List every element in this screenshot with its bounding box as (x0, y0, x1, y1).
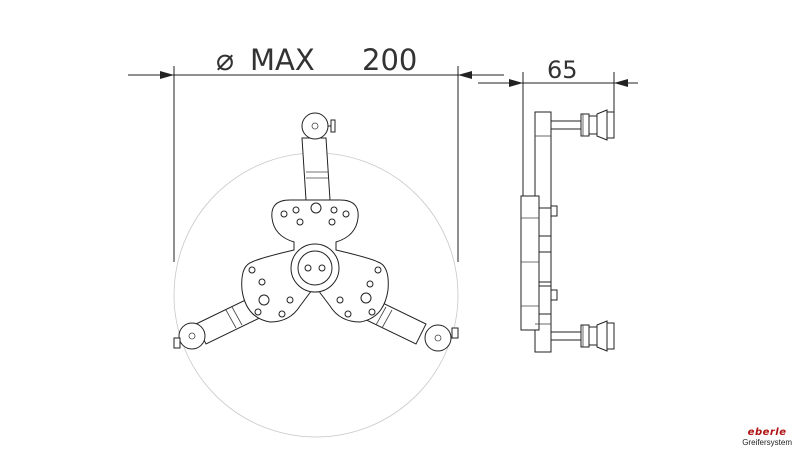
diameter-symbol: ⌀ (216, 43, 234, 78)
suction-cup-bottom-left (178, 322, 206, 350)
right-pivot-bolt (360, 292, 372, 304)
top-pivot-bolt (310, 202, 322, 214)
center-hub-inner (297, 250, 333, 286)
brand-logo: eberle Greifersystem (742, 427, 792, 448)
central-bracket (241, 199, 389, 323)
side-body (520, 111, 558, 353)
depth-dimension: 65 (478, 56, 638, 200)
dimension-arrow-left (160, 71, 174, 79)
side-suction-cup-top (550, 109, 615, 141)
brand-logo-mark: eberle (747, 427, 787, 438)
diameter-dimension: ⌀ MAX 200 (128, 43, 504, 262)
dimension-arrow-right (458, 71, 472, 79)
brand-subtitle: Greifersystem (742, 438, 792, 447)
diameter-value: 200 (362, 43, 417, 77)
side-view: 65 (478, 56, 638, 353)
side-suction-cup-bottom (550, 320, 615, 352)
left-pivot-bolt (258, 294, 270, 306)
diameter-label: MAX (250, 43, 315, 77)
depth-arrow-right (614, 79, 628, 87)
gripper-arm-top (301, 112, 336, 201)
depth-arrow-left (509, 79, 523, 87)
front-view: ⌀ MAX 200 (128, 43, 504, 438)
suction-cup-bottom-right (424, 324, 452, 352)
suction-cup-top (301, 112, 329, 140)
depth-value: 65 (547, 56, 578, 84)
